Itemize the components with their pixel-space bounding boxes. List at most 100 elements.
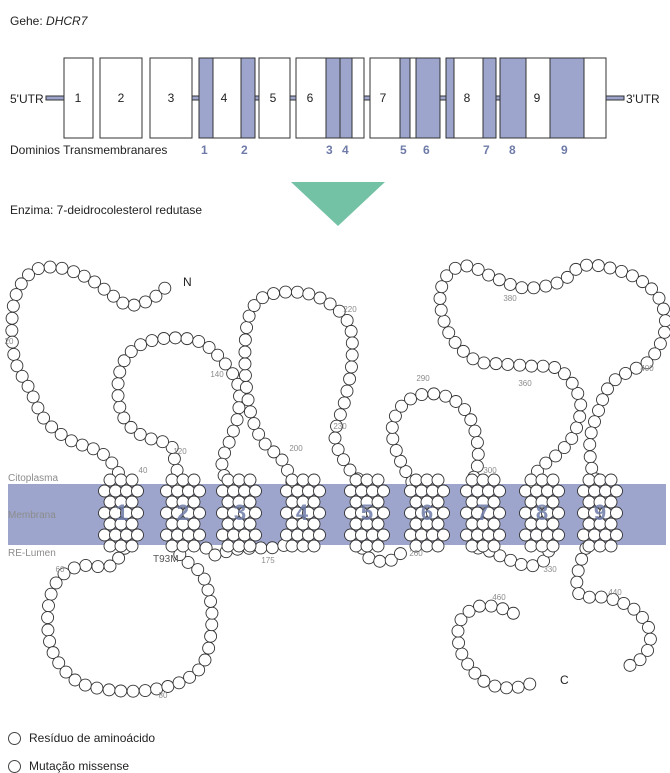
residue-circle xyxy=(468,666,482,680)
residue-circle xyxy=(256,291,269,305)
residue-circle xyxy=(280,506,293,520)
residue-circle xyxy=(549,449,563,463)
residue-label-40: 40 xyxy=(139,466,148,475)
residue-circle xyxy=(275,453,289,467)
residue-circle xyxy=(239,380,253,394)
helix-5 xyxy=(344,473,390,553)
residue-circle xyxy=(21,379,35,393)
exon-6-tm3 xyxy=(325,57,341,139)
residue-circle xyxy=(216,528,229,542)
residue-circle xyxy=(488,679,502,693)
residue-circle xyxy=(165,473,179,487)
residue-label-440: 440 xyxy=(608,588,622,597)
residue-circle xyxy=(41,611,55,624)
intron xyxy=(495,95,501,101)
residue-circle xyxy=(535,539,549,553)
residue-circle xyxy=(221,495,235,509)
residue-circle xyxy=(139,295,152,309)
residue-circle xyxy=(204,629,218,643)
residue-circle xyxy=(243,495,257,509)
residue-circle xyxy=(205,618,219,632)
exon-7-tm5 xyxy=(399,57,411,139)
residue-circle xyxy=(582,590,596,604)
residue-circle xyxy=(232,473,246,487)
residue-circle xyxy=(627,602,641,616)
tm-domain-number-2: 2 xyxy=(241,143,248,157)
residue-circle xyxy=(120,484,133,498)
residue-label-140: 140 xyxy=(210,370,224,379)
residue-circle xyxy=(249,528,262,542)
residue-circle xyxy=(493,528,506,542)
residue-circle xyxy=(460,259,474,273)
residue-circle xyxy=(165,539,179,553)
residue-circle xyxy=(582,473,596,487)
residue-circle xyxy=(394,454,407,468)
tm-domain-number-4: 4 xyxy=(342,143,349,157)
residue-circle xyxy=(187,495,201,509)
tm-domain-number-3: 3 xyxy=(326,143,333,157)
exon-label-5: 5 xyxy=(270,91,277,105)
tm-domain-number-7: 7 xyxy=(483,143,490,157)
residue-circle xyxy=(476,473,490,487)
utr5-line xyxy=(45,95,65,101)
residue-circle xyxy=(439,389,453,403)
residue-circle xyxy=(343,463,357,477)
residue-circle xyxy=(267,445,281,459)
residue-label-175: 175 xyxy=(261,556,275,565)
residue-circle xyxy=(593,473,607,487)
helix-number-2: 2 xyxy=(177,500,189,525)
residue-circle xyxy=(435,280,449,294)
residue-circle xyxy=(371,517,385,531)
residue-circle xyxy=(570,421,583,435)
residue-circle xyxy=(202,641,216,655)
residue-circle xyxy=(448,261,462,275)
exon-5 xyxy=(258,57,291,139)
helix-number-4: 4 xyxy=(296,500,309,525)
residue-circle xyxy=(112,551,126,565)
residue-circle xyxy=(187,473,201,487)
residue-circle xyxy=(45,420,59,434)
residue-circle xyxy=(221,473,235,487)
residue-circle xyxy=(437,314,451,328)
residue-circle xyxy=(560,270,574,284)
residue-circle xyxy=(409,473,423,487)
residue-circle xyxy=(6,299,20,313)
residue-circle xyxy=(496,602,510,616)
helix-number-6: 6 xyxy=(421,500,433,525)
residue-circle xyxy=(552,528,565,542)
residue-circle xyxy=(653,337,667,351)
residue-circle xyxy=(395,399,408,413)
residue-circle xyxy=(625,269,639,283)
residue-circle xyxy=(617,596,631,610)
residue-circle xyxy=(343,372,357,386)
residue-circle xyxy=(254,541,268,555)
residue-circle xyxy=(492,273,506,287)
residue-circle xyxy=(111,389,125,403)
residue-circle xyxy=(603,261,617,275)
residue-circle xyxy=(332,304,346,318)
exon-label-7: 7 xyxy=(380,91,387,105)
residue-circle xyxy=(355,484,368,498)
residue-circle xyxy=(577,484,590,498)
residue-circle xyxy=(642,620,655,634)
residue-circle xyxy=(31,401,45,415)
residue-circle xyxy=(501,357,515,371)
residue-circle xyxy=(455,647,469,661)
residue-circle xyxy=(519,484,532,498)
residue-circle xyxy=(608,373,622,387)
residue-circle xyxy=(258,437,272,451)
residue-circle xyxy=(138,684,152,697)
residue-circle xyxy=(482,268,496,282)
residue-circle xyxy=(615,264,628,278)
residue-circle xyxy=(337,453,350,467)
residue-circle xyxy=(331,443,345,457)
residue-circle xyxy=(530,484,543,498)
residue-circle xyxy=(180,332,194,346)
residue-circle xyxy=(232,539,246,553)
residue-circle xyxy=(415,484,428,498)
residue-circle xyxy=(636,275,649,289)
residue-circle xyxy=(296,473,310,487)
helix-4 xyxy=(280,473,326,553)
residue-circle xyxy=(222,435,236,449)
residue-circle xyxy=(431,473,445,487)
